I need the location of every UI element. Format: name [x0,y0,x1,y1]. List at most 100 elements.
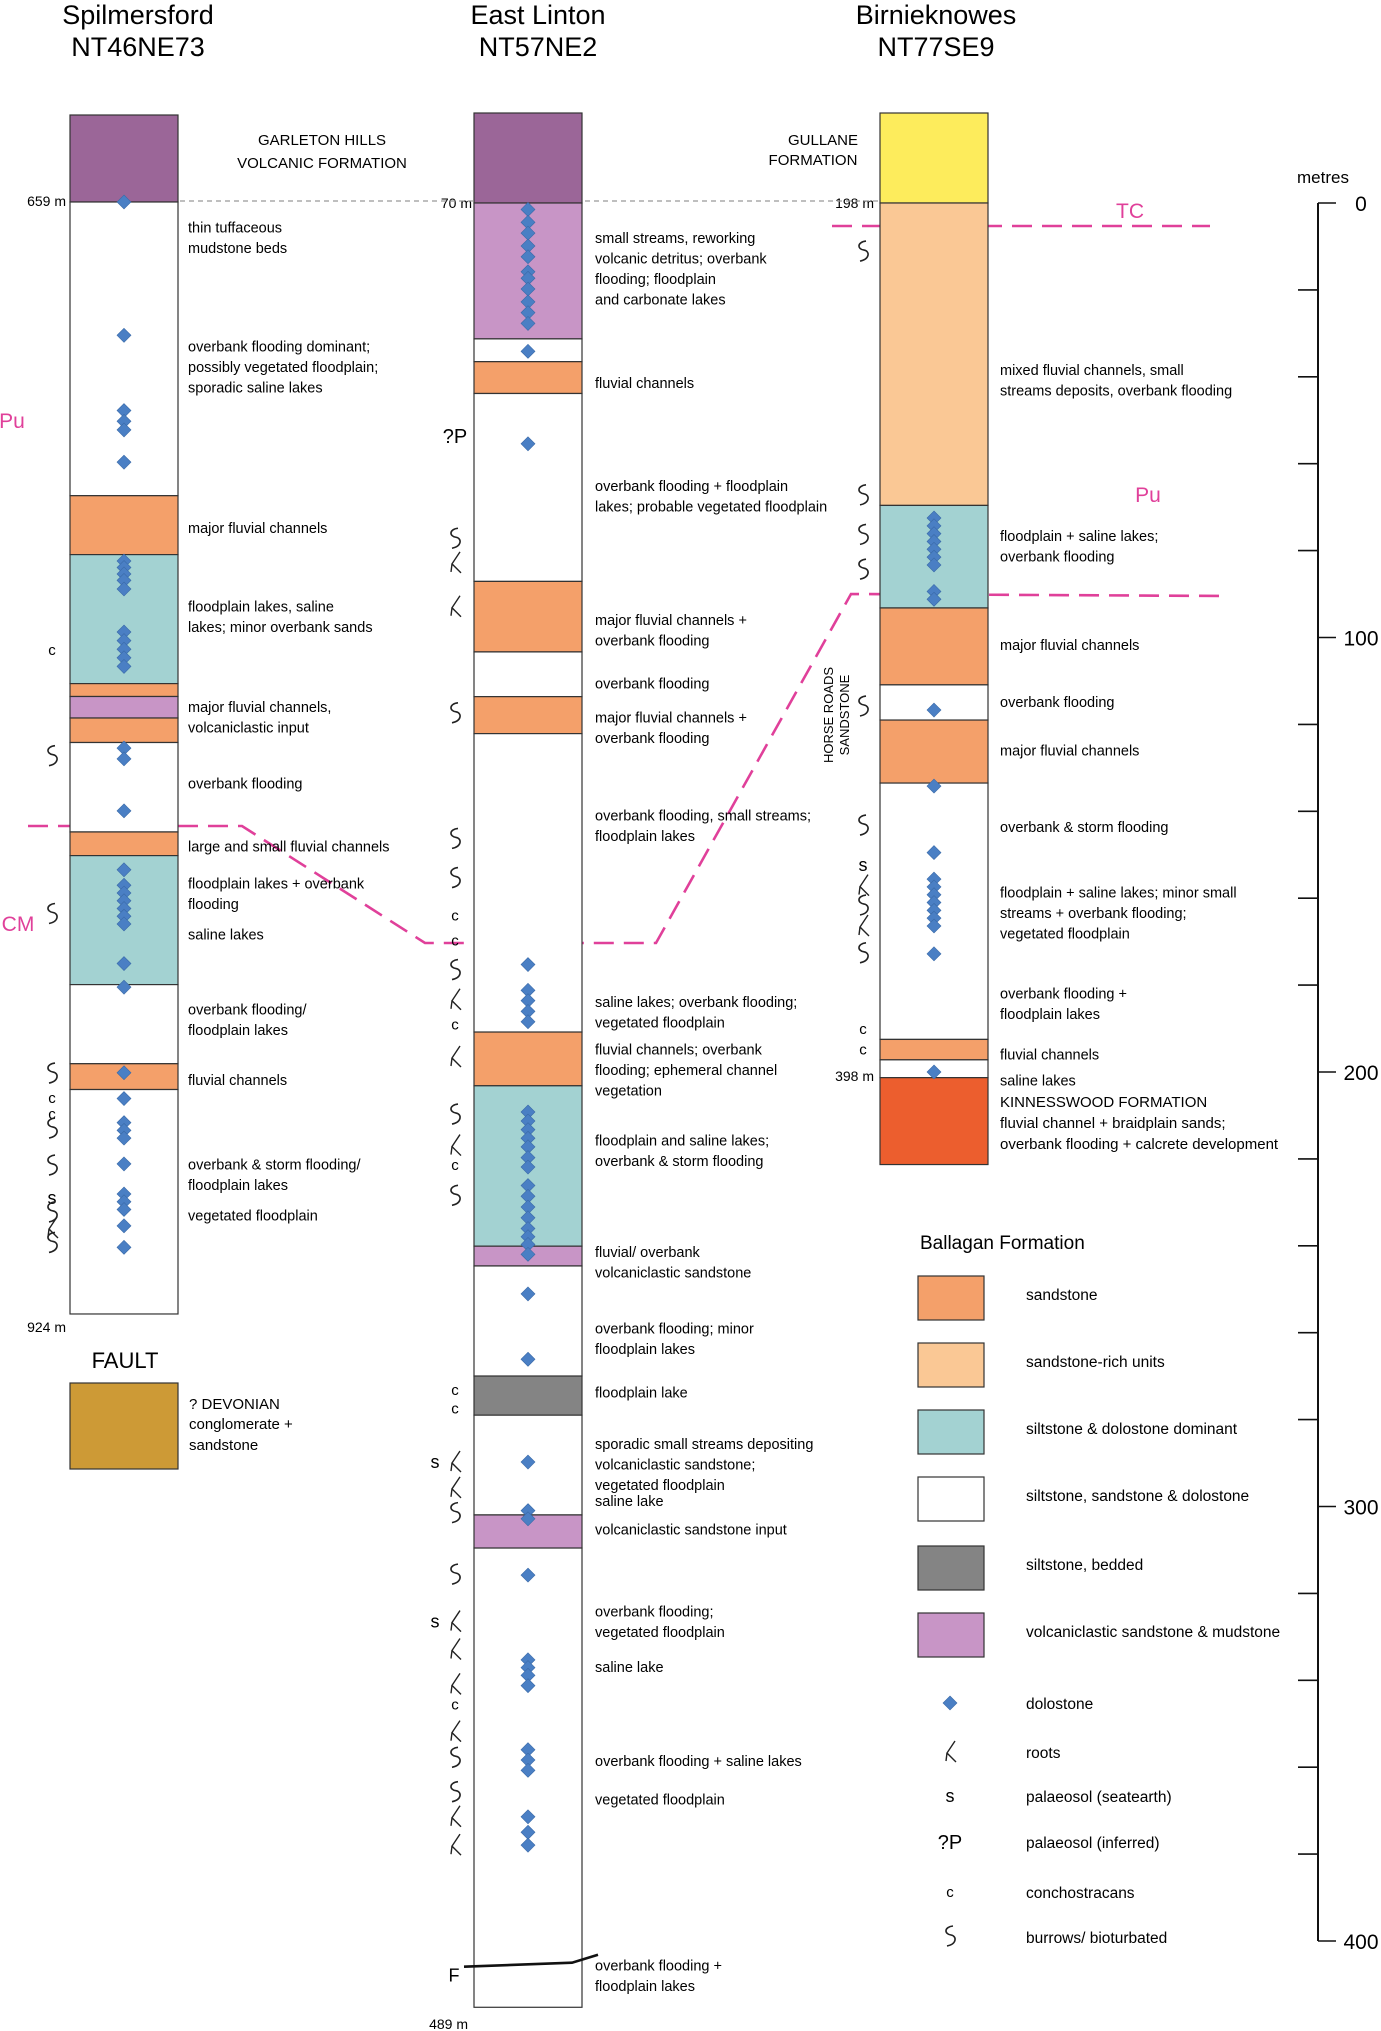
dolostone-diamond [520,1809,536,1825]
note-line: major fluvial channels, [188,700,331,716]
legend-symbol-conchostracans: c [946,1884,954,1901]
note-line: overbank flooding [595,634,709,650]
note-line: major fluvial channels [1000,743,1139,759]
note-line: floodplain lakes [188,1023,288,1039]
devonian-label-2: conglomerate + [189,1416,293,1433]
legend-symbol-palaeosol: s [946,1786,955,1806]
burrow-glyph [47,1117,58,1139]
bed-sandstone [69,831,179,857]
dolostone-diamond [116,1156,132,1172]
note-birnieknowes: saline lakes [1000,1074,1076,1090]
roots-glyph [450,1638,462,1661]
correlation-label-cm: CM [2,913,35,936]
dolostone-marker [520,249,536,265]
note-spilmersford: fluvial channels [188,1073,287,1089]
bed-sandstone [473,361,583,395]
note-line: overbank flooding, small streams; [595,809,811,825]
note-line: vegetated floodplain [1000,926,1130,942]
devonian-label-3: sandstone [189,1437,258,1454]
burrows-symbol [47,902,58,925]
dolostone-diamond [520,1511,536,1527]
palaeosol-inferred-glyph: ?P [443,426,467,448]
dolostone-diamond [116,194,132,210]
bed-volcaniclastic [69,695,179,719]
palaeosol-symbol: s [48,1188,57,1208]
note-east-linton: overbank flooding [595,677,709,693]
bed-siltstone_mixed [473,733,583,1033]
note-east-linton: overbank flooding + saline lakes [595,1754,802,1770]
legend-label-siltstone_mixed: siltstone, sandstone & dolostone [1026,1488,1249,1505]
burrows-symbol [450,1746,461,1769]
scale-tick-label: 0 [1355,193,1367,216]
base-unit-kinnesswood [879,1077,989,1166]
burrows-symbol [47,1117,58,1139]
dolostone-diamond [520,436,536,452]
conchostracans-symbol: c [859,1021,867,1038]
burrow-glyph [945,1925,956,1947]
conchostracan-glyph: c [859,1041,867,1058]
conchostracan-glyph: c [451,908,459,925]
roots-glyph [450,1672,462,1695]
note-east-linton: saline lakes; overbank flooding;vegetate… [595,995,797,1031]
legend-swatch-sandstone_rich [917,1342,985,1388]
horse-roads-label-2: SANDSTONE [837,674,852,755]
note-spilmersford: saline lakes [188,928,264,944]
bed-sandstone_rich [879,202,989,507]
dolostone-marker [520,1511,536,1527]
column-title-east-linton: East Linton [470,0,605,30]
bed-sandstone [473,696,583,735]
dolostone-diamond [116,327,132,343]
dolostone-marker [926,591,942,607]
dolostone-marker [116,1156,132,1172]
conchostracans-symbol: c [48,1090,56,1107]
burrow-glyph [858,523,869,546]
note-spilmersford: overbank flooding dominant;possibly vege… [188,339,378,396]
burrows-symbol [858,814,869,836]
dolostone-diamond [116,862,132,878]
conchostracans-symbol: c [48,642,56,659]
note-line: and carbonate lakes [595,293,726,309]
note-line: floodplain lake [595,1385,688,1401]
dolostone-diamond [520,1454,536,1470]
note-line: sporadic saline lakes [188,380,323,396]
note-east-linton: overbank flooding, small streams;floodpl… [595,809,811,846]
burrows-symbol [450,827,461,850]
burrow-glyph [450,1780,461,1803]
note-line: overbank flooding [595,731,709,747]
dolostone-diamond [520,1567,536,1583]
birnieknowes-base-depth: 398 m [835,1068,874,1084]
note-line: thin tuffaceous [188,220,282,236]
dolostone-diamond [116,803,132,819]
dolostone-marker [520,1246,536,1262]
note-line: fluvial channels [595,376,694,392]
dolostone-diamond [116,581,132,597]
bed-siltstone_mixed [69,201,179,497]
note-line: lakes; probable vegetated floodplain [595,499,827,515]
burrow-glyph [450,827,461,850]
bed-siltstone_mixed [473,392,583,582]
east-linton-top-depth: 70 m [441,195,472,211]
roots-glyph [450,1805,462,1828]
roots-glyph [450,988,462,1011]
dolostone-marker [116,1218,132,1234]
note-line: vegetated floodplain [595,1625,725,1641]
conchostracan-glyph: c [451,1157,459,1174]
dolostone-marker [520,1762,536,1778]
correlation-label-pu-right: Pu [1135,484,1161,507]
dolostone-marker [520,436,536,452]
dolostone-marker [520,1809,536,1825]
legend-swatch-sandstone [917,1275,985,1321]
burrows-symbol [450,1563,461,1585]
legend-symbol-label-dolostone: dolostone [1026,1696,1093,1713]
fault-label: FAULT [92,1348,159,1373]
scale-tick-label: 400 [1343,1931,1378,1954]
roots-symbol [450,1476,462,1499]
dolostone-marker [520,343,536,359]
dolostone-marker [116,1202,132,1217]
note-line: major fluvial channels [188,521,327,537]
correlation-label-tc: TC [1116,200,1144,223]
burrows-symbol [450,702,461,724]
conchostracan-glyph: c [451,1016,459,1033]
